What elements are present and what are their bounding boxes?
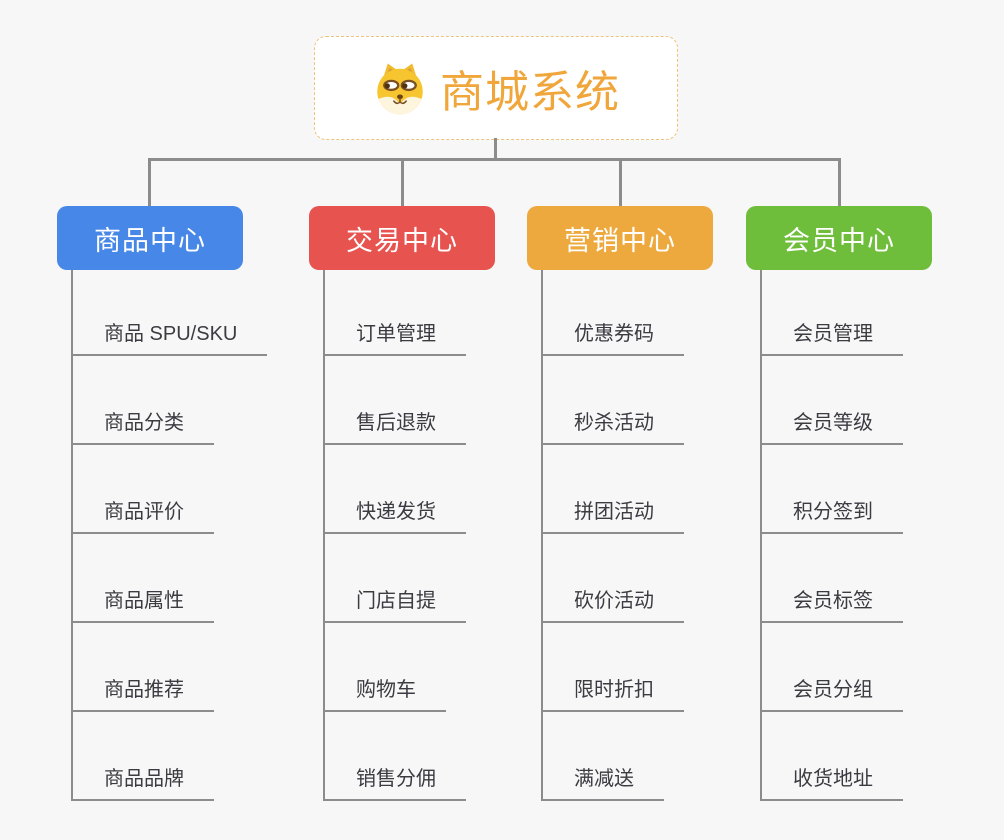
branch-node-product-center[interactable]: 商品中心 bbox=[57, 206, 243, 270]
leaf-node[interactable]: 积分签到 bbox=[760, 499, 903, 534]
branch-label: 会员中心 bbox=[783, 225, 895, 256]
branch-node-trade-center[interactable]: 交易中心 bbox=[309, 206, 495, 270]
connector-trunk-product bbox=[71, 270, 73, 799]
leaf-node[interactable]: 会员标签 bbox=[760, 588, 903, 623]
leaf-node[interactable]: 商品评价 bbox=[71, 499, 214, 534]
connector-trunk-trade bbox=[323, 270, 325, 799]
branch-node-marketing-center[interactable]: 营销中心 bbox=[527, 206, 713, 270]
connector-drop-marketing bbox=[619, 161, 622, 206]
connector-trunk-member bbox=[760, 270, 762, 799]
leaf-node[interactable]: 秒杀活动 bbox=[541, 410, 684, 445]
leaf-node[interactable]: 会员等级 bbox=[760, 410, 903, 445]
connector-trunk-marketing bbox=[541, 270, 543, 799]
leaf-node[interactable]: 门店自提 bbox=[323, 588, 466, 623]
branch-children-trade-center: 订单管理 售后退款 快递发货 门店自提 购物车 销售分佣 bbox=[323, 270, 583, 801]
branch-label: 商品中心 bbox=[94, 225, 206, 256]
branch-label: 交易中心 bbox=[346, 225, 458, 256]
branch-label: 营销中心 bbox=[564, 225, 676, 256]
leaf-node[interactable]: 拼团活动 bbox=[541, 499, 684, 534]
branch-children-member-center: 会员管理 会员等级 积分签到 会员标签 会员分组 收货地址 bbox=[760, 270, 1004, 801]
root-node-label: 商城系统 bbox=[440, 68, 620, 117]
leaf-node[interactable]: 商品推荐 bbox=[71, 677, 214, 712]
root-node[interactable]: 商城系统 bbox=[314, 36, 678, 140]
leaf-node[interactable]: 购物车 bbox=[323, 677, 446, 712]
leaf-node[interactable]: 满减送 bbox=[541, 766, 664, 801]
leaf-node[interactable]: 砍价活动 bbox=[541, 588, 684, 623]
branch-node-member-center[interactable]: 会员中心 bbox=[746, 206, 932, 270]
leaf-node[interactable]: 销售分佣 bbox=[323, 766, 466, 801]
connector-cross-bar bbox=[148, 158, 841, 161]
doge-icon bbox=[377, 63, 423, 115]
leaf-node[interactable]: 收货地址 bbox=[760, 766, 903, 801]
leaf-node[interactable]: 优惠券码 bbox=[541, 321, 684, 356]
branch-children-product-center: 商品 SPU/SKU 商品分类 商品评价 商品属性 商品推荐 商品品牌 bbox=[71, 270, 331, 801]
leaf-node[interactable]: 售后退款 bbox=[323, 410, 466, 445]
leaf-node[interactable]: 商品分类 bbox=[71, 410, 214, 445]
leaf-node[interactable]: 商品属性 bbox=[71, 588, 214, 623]
leaf-node[interactable]: 会员分组 bbox=[760, 677, 903, 712]
connector-drop-member bbox=[838, 161, 841, 206]
leaf-node[interactable]: 商品 SPU/SKU bbox=[71, 321, 268, 356]
connector-drop-product bbox=[148, 161, 151, 206]
leaf-node[interactable]: 商品品牌 bbox=[71, 766, 214, 801]
leaf-node[interactable]: 会员管理 bbox=[760, 321, 903, 356]
connector-root-stem bbox=[494, 138, 497, 158]
leaf-node[interactable]: 限时折扣 bbox=[541, 677, 684, 712]
connector-drop-trade bbox=[401, 161, 404, 206]
leaf-node[interactable]: 订单管理 bbox=[323, 321, 466, 356]
leaf-node[interactable]: 快递发货 bbox=[323, 499, 466, 534]
branch-children-marketing-center: 优惠券码 秒杀活动 拼团活动 砍价活动 限时折扣 满减送 bbox=[541, 270, 801, 801]
